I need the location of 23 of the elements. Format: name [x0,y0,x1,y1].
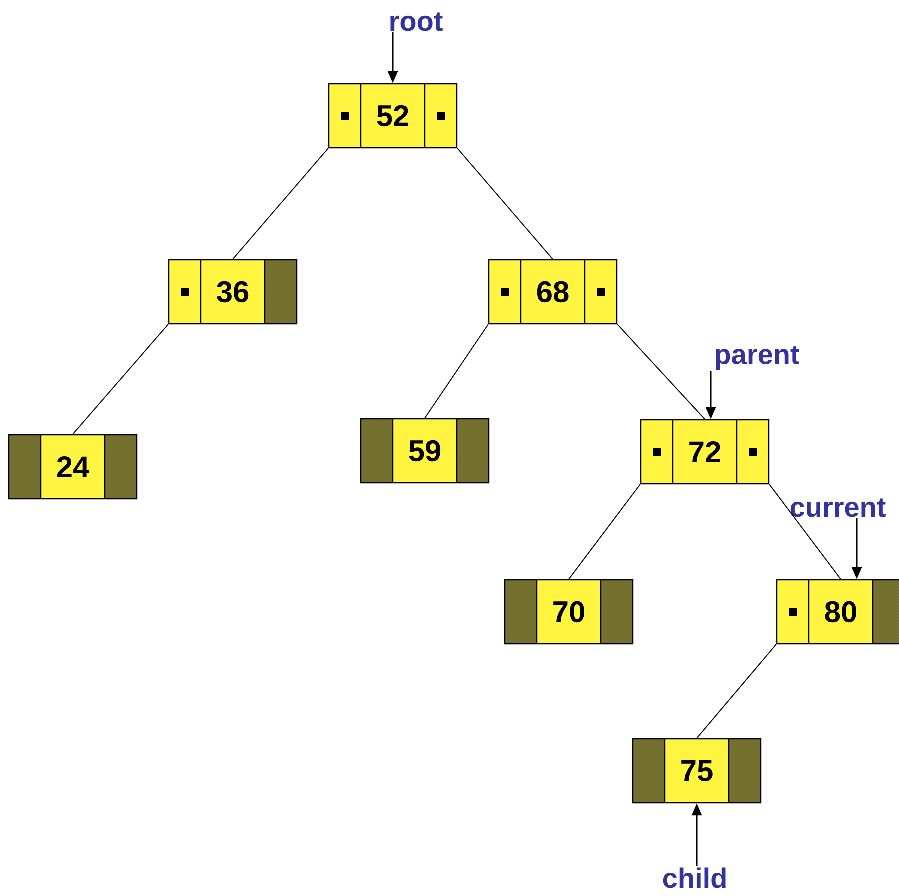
tree-node: 72 [640,419,770,485]
tree-node: 70 [504,579,634,645]
tree-node: 80 [776,579,899,645]
tree-line [457,148,554,260]
tree-line [232,148,329,260]
tree-node: 75 [632,738,762,804]
pointer-label: parent [716,346,800,370]
pointer-label: root [390,12,443,32]
tree-line [72,324,169,435]
tree-node [105,435,137,499]
tree-node: 68 [488,259,618,325]
tree-node: 52 [328,83,458,149]
pointer-label: current [790,498,886,518]
tree-node [9,435,41,499]
tree-line [769,484,842,580]
tree-line [568,484,641,580]
tree-node: 59 [360,418,490,484]
tree-node: 36 [168,259,298,325]
tree-line [696,644,777,739]
pointer-label: child [663,868,726,888]
tree-node: 24 [8,434,138,500]
tree-line [617,324,706,420]
tree-line [424,324,489,419]
